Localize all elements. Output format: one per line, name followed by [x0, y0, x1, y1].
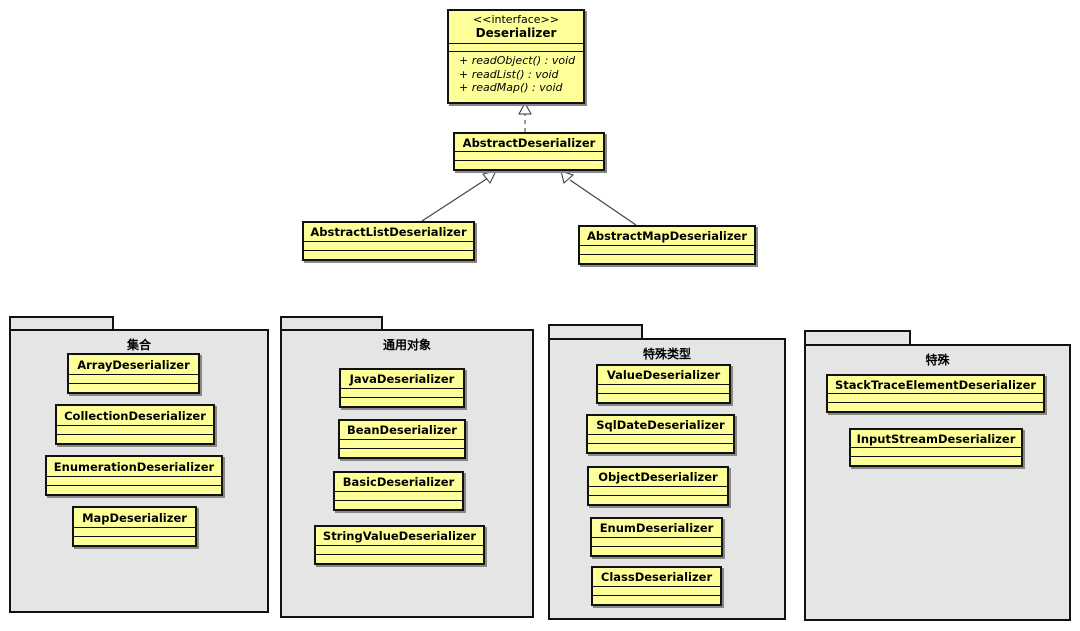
class-box[interactable]: ArrayDeserializer [67, 353, 200, 394]
operations-compartment [69, 384, 198, 392]
package-label: 特殊类型 [642, 347, 691, 361]
attributes-compartment [335, 492, 462, 501]
operations-compartment [851, 457, 1021, 465]
package-tab [280, 316, 383, 330]
class-name: ValueDeserializer [598, 366, 729, 385]
generalization-arrowhead-list [482, 170, 497, 184]
class-name: AbstractDeserializer [455, 134, 603, 152]
operation: + readList() : void [459, 67, 559, 81]
operations-compartment [316, 555, 483, 563]
operation: + readMap() : void [459, 81, 563, 94]
operations-compartment [592, 547, 721, 555]
class-box[interactable]: StringValueDeserializer [314, 525, 485, 565]
attributes-compartment [341, 389, 463, 398]
class-name: ArrayDeserializer [69, 355, 198, 375]
package-label: 通用对象 [382, 338, 431, 352]
package-label: 特殊 [925, 353, 950, 367]
class-box[interactable]: EnumDeserializer [590, 517, 723, 557]
class-box[interactable]: AbstractMapDeserializer [578, 225, 756, 265]
generalization-arrowhead-map [560, 170, 574, 184]
class-box[interactable]: MapDeserializer [72, 506, 197, 547]
class-box[interactable]: JavaDeserializer [339, 368, 465, 408]
class-box[interactable]: SqlDateDeserializer [586, 414, 735, 454]
class-box[interactable]: StackTraceElementDeserializer [826, 374, 1045, 413]
generalization-line-list [421, 177, 489, 222]
operations-compartment [341, 398, 463, 406]
class-name: AbstractMapDeserializer [580, 227, 754, 246]
class-name: MapDeserializer [74, 508, 195, 528]
operations-compartment [47, 486, 221, 494]
class-box[interactable]: CollectionDeserializer [55, 404, 215, 445]
attributes-compartment [340, 440, 464, 449]
class-box[interactable]: AbstractListDeserializer [302, 221, 475, 261]
generalization-line-map [569, 179, 637, 226]
attributes-compartment [851, 448, 1021, 457]
operations-compartment [589, 496, 727, 504]
operations-compartment [335, 501, 462, 509]
package-tab [548, 324, 643, 339]
attributes-compartment [316, 546, 483, 555]
class-name: StackTraceElementDeserializer [828, 376, 1043, 394]
attributes-compartment [74, 528, 195, 537]
class-name: JavaDeserializer [341, 370, 463, 389]
package-tab [9, 316, 114, 330]
attributes-compartment [449, 44, 583, 52]
class-name: Deserializer [475, 26, 557, 40]
operations-compartment [580, 255, 754, 263]
attributes-compartment [47, 477, 221, 486]
operation: + readObject() : void [459, 54, 576, 67]
operations-compartment [598, 394, 729, 402]
attributes-compartment [598, 385, 729, 394]
package-tab [804, 330, 911, 345]
class-name: ClassDeserializer [593, 568, 720, 587]
class-box[interactable]: BasicDeserializer [333, 471, 464, 511]
operations-compartment [588, 444, 733, 452]
attributes-compartment [455, 152, 603, 161]
operations-compartment [593, 596, 720, 604]
realization-arrowhead [518, 101, 532, 115]
attributes-compartment [593, 587, 720, 596]
class-name: AbstractListDeserializer [304, 223, 473, 242]
operations-compartment [57, 435, 213, 443]
class-box[interactable]: ValueDeserializer [596, 364, 731, 404]
attributes-compartment [592, 538, 721, 547]
class-name: InputStreamDeserializer [851, 430, 1021, 448]
attributes-compartment [57, 426, 213, 435]
class-box[interactable]: EnumerationDeserializer [45, 455, 223, 496]
class-box[interactable]: BeanDeserializer [338, 419, 466, 459]
class-name: BeanDeserializer [340, 421, 464, 440]
attributes-compartment [69, 375, 198, 384]
class-name: EnumDeserializer [592, 519, 721, 538]
attributes-compartment [588, 435, 733, 444]
class-name: EnumerationDeserializer [47, 457, 221, 477]
operations-compartment [340, 449, 464, 457]
operations-compartment [455, 161, 603, 169]
class-name: CollectionDeserializer [57, 406, 213, 426]
class-name: ObjectDeserializer [589, 468, 727, 487]
class-name: SqlDateDeserializer [588, 416, 733, 435]
class-box[interactable]: ClassDeserializer [591, 566, 722, 606]
attributes-compartment [580, 246, 754, 255]
class-box[interactable]: AbstractDeserializer [453, 132, 605, 171]
package-label: 集合 [126, 338, 151, 352]
class-box[interactable]: InputStreamDeserializer [849, 428, 1023, 467]
class-name: StringValueDeserializer [316, 527, 483, 546]
operations-compartment [828, 403, 1043, 411]
stereotype: <<interface>> [473, 13, 559, 26]
operations-compartment [74, 537, 195, 545]
attributes-compartment [589, 487, 727, 496]
operations-compartment [304, 251, 473, 259]
interface-deserializer[interactable]: <<interface>> Deserializer + readObject(… [447, 9, 585, 104]
attributes-compartment [304, 242, 473, 251]
class-box[interactable]: ObjectDeserializer [587, 466, 729, 506]
attributes-compartment [828, 394, 1043, 403]
class-name: BasicDeserializer [335, 473, 462, 492]
